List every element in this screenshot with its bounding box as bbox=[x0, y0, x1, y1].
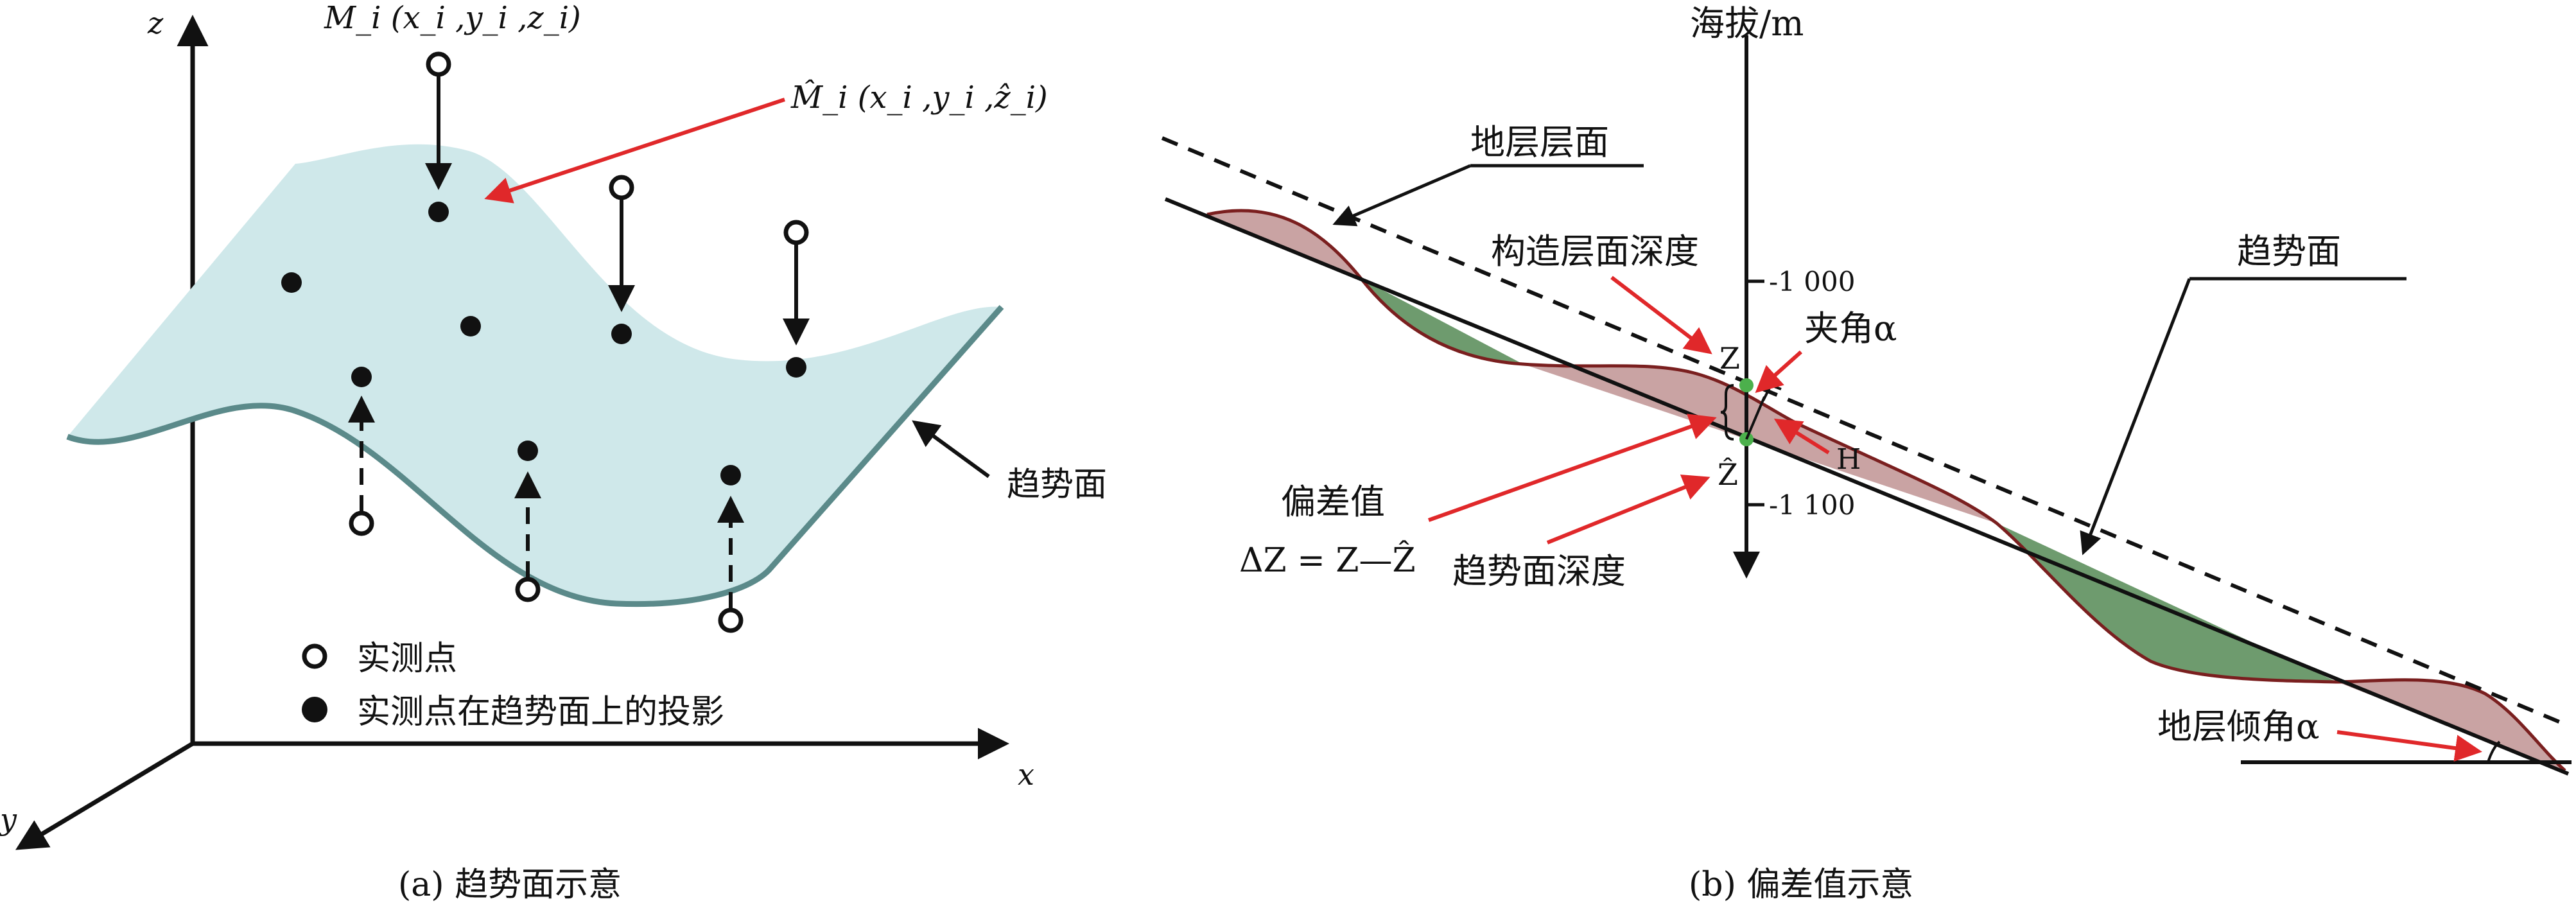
caption-a: (a) 趋势面示意 bbox=[398, 866, 622, 904]
label-included-angle: 夹角α bbox=[1804, 308, 1897, 349]
dip-angle-arc bbox=[2487, 740, 2501, 763]
label-dip-angle: 地层倾角α bbox=[2157, 706, 2319, 747]
arrow-deviation bbox=[1427, 414, 1717, 522]
panel-a: z x y bbox=[0, 0, 1107, 904]
stratum-curve bbox=[1206, 209, 2566, 772]
projected-point bbox=[281, 272, 302, 293]
label-structural-depth: 构造层面深度 bbox=[1491, 231, 1699, 272]
leader-trend-arrow bbox=[2080, 278, 2191, 555]
arrow-h bbox=[1773, 418, 1830, 455]
y-axis-label: y bbox=[0, 802, 17, 837]
measured-point bbox=[609, 175, 634, 200]
x-axis-label: x bbox=[1018, 757, 1034, 792]
arrow-included-angle bbox=[1755, 350, 1803, 394]
legend-label-measured: 实测点 bbox=[357, 640, 457, 678]
legend-open-marker bbox=[302, 643, 327, 669]
projected-point bbox=[518, 441, 538, 461]
surface-pointer-arrow bbox=[912, 420, 990, 478]
panel-b: 海拔/m -1 000 -1 100 Z Ẑ H 地层层面 趋势面 构造层面深度… bbox=[1161, 3, 2572, 904]
perpendicular-h bbox=[1745, 396, 1766, 440]
legend: 实测点 实测点在趋势面上的投影 bbox=[302, 640, 724, 731]
projected-point bbox=[611, 324, 632, 344]
projected-point bbox=[786, 357, 806, 378]
red-pointer-arrow bbox=[484, 98, 785, 204]
point-z bbox=[1739, 378, 1754, 392]
z-axis-label: z bbox=[147, 6, 164, 40]
label-trend-surface: 趋势面 bbox=[2237, 231, 2341, 272]
projected-point-label: M̂_i (x_i ,y_i ,ẑ_i) bbox=[790, 78, 1048, 116]
measured-point-label: M_i (x_i ,y_i ,z_i) bbox=[324, 0, 581, 36]
elevation-axis-title: 海拔/m bbox=[1690, 3, 1804, 44]
arrow-structural-depth bbox=[1610, 275, 1712, 354]
measured-point-group bbox=[281, 51, 810, 633]
stratum-surface-dashed bbox=[1161, 136, 2570, 728]
measured-point bbox=[718, 607, 744, 633]
label-z: Z bbox=[1719, 341, 1740, 376]
caption-b: (b) 偏差值示意 bbox=[1689, 866, 1913, 904]
measured-point bbox=[515, 577, 541, 602]
legend-filled-marker bbox=[302, 697, 327, 722]
measured-point bbox=[783, 220, 809, 245]
projected-point bbox=[720, 465, 741, 485]
arrow-dip-angle bbox=[2337, 730, 2482, 762]
label-trend-depth: 趋势面深度 bbox=[1452, 551, 1626, 591]
label-deviation-formula: ΔZ = Z—Ẑ bbox=[1239, 540, 1416, 580]
projected-point bbox=[460, 316, 481, 336]
label-zhat: Ẑ bbox=[1718, 457, 1738, 492]
measured-point bbox=[426, 51, 451, 77]
label-stratum-surface: 地层层面 bbox=[1470, 122, 1609, 162]
deviation-brace bbox=[1720, 384, 1734, 441]
y-axis bbox=[15, 741, 194, 850]
legend-label-projected: 实测点在趋势面上的投影 bbox=[357, 693, 724, 731]
projected-point bbox=[428, 202, 449, 222]
trend-surface-line bbox=[1164, 197, 2570, 776]
trend-surface bbox=[67, 144, 1002, 604]
leader-stratum-arrow bbox=[1332, 164, 1471, 227]
label-deviation: 偏差值 bbox=[1281, 482, 1385, 522]
deviation-fill-negative bbox=[1361, 279, 1523, 364]
projected-point bbox=[351, 367, 372, 387]
tick-label-1000: -1 000 bbox=[1769, 266, 1855, 297]
trend-surface-front-edge bbox=[66, 305, 1004, 607]
label-h: H bbox=[1836, 443, 1861, 476]
arrow-trend-depth bbox=[1546, 474, 1710, 545]
tick-label-1100: -1 100 bbox=[1769, 489, 1855, 521]
measured-point bbox=[349, 511, 374, 536]
surface-label: 趋势面 bbox=[1007, 466, 1107, 504]
